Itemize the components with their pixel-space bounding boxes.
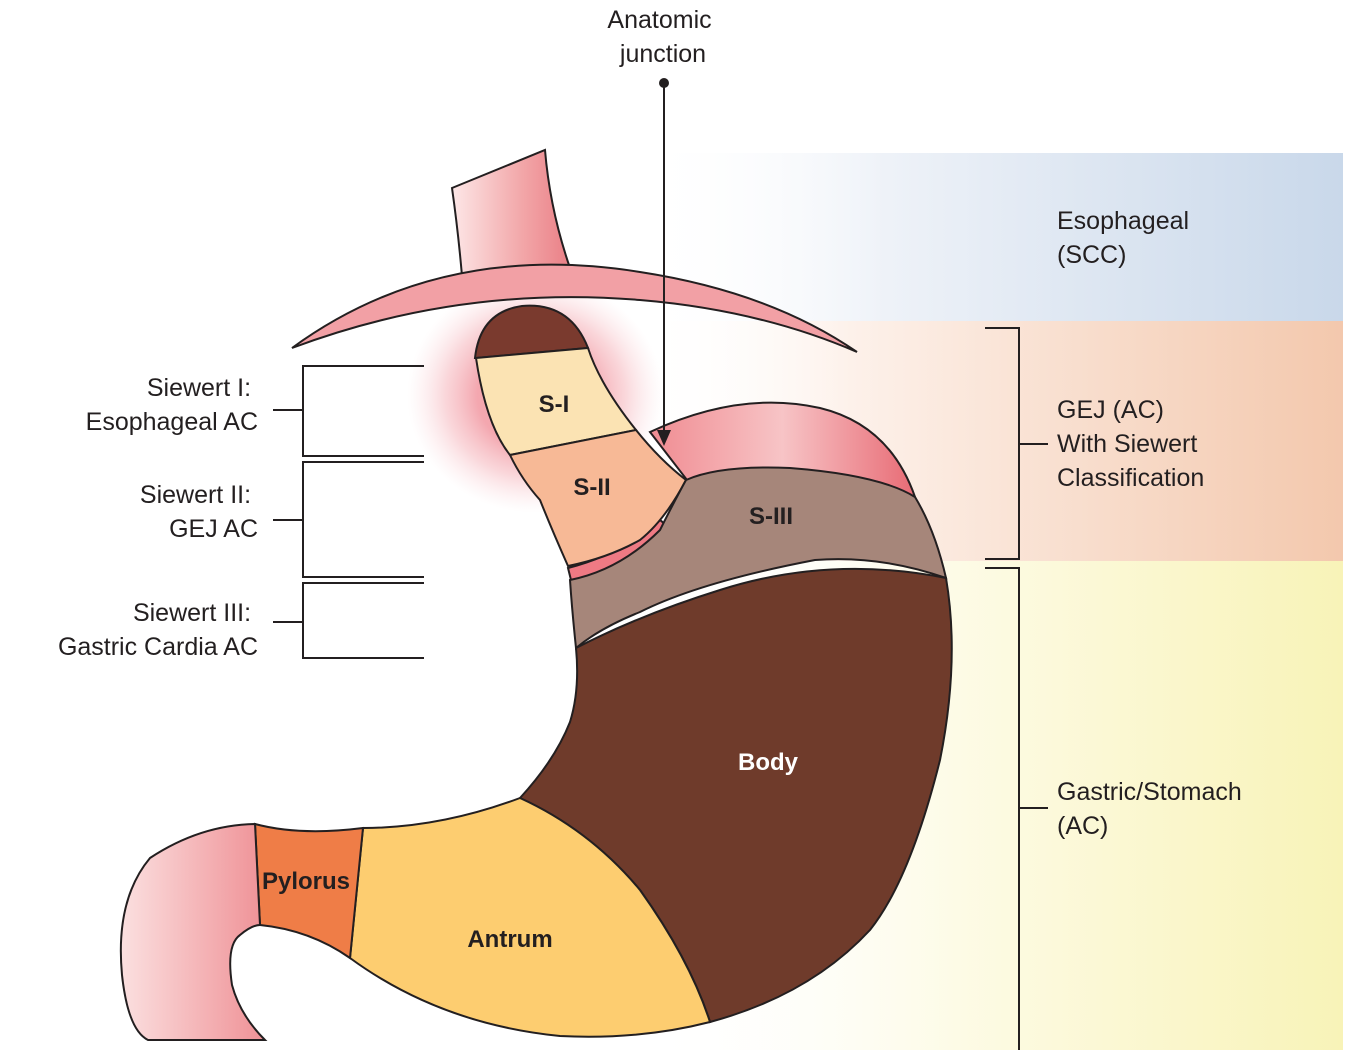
esophageal-band — [640, 153, 1343, 321]
pylorus-label: Pylorus — [262, 868, 350, 895]
anatomic-junction-label: Anatomic junction — [607, 6, 718, 68]
s1-label: S-I — [539, 391, 570, 418]
s2-label: S-II — [573, 474, 610, 501]
antrum-label: Antrum — [467, 926, 552, 953]
siewert-3-label: Siewert III: Gastric Cardia AC — [58, 599, 258, 661]
esophagus-upper — [452, 150, 570, 276]
junction-pointer-dot — [659, 78, 669, 88]
duodenum — [121, 824, 265, 1040]
siewert-1-label: Siewert I: Esophageal AC — [86, 374, 258, 436]
s3-label: S-III — [749, 503, 793, 530]
body-label: Body — [738, 749, 799, 776]
siewert-2-label: Siewert II: GEJ AC — [140, 481, 258, 543]
siewert-brackets — [273, 366, 424, 658]
